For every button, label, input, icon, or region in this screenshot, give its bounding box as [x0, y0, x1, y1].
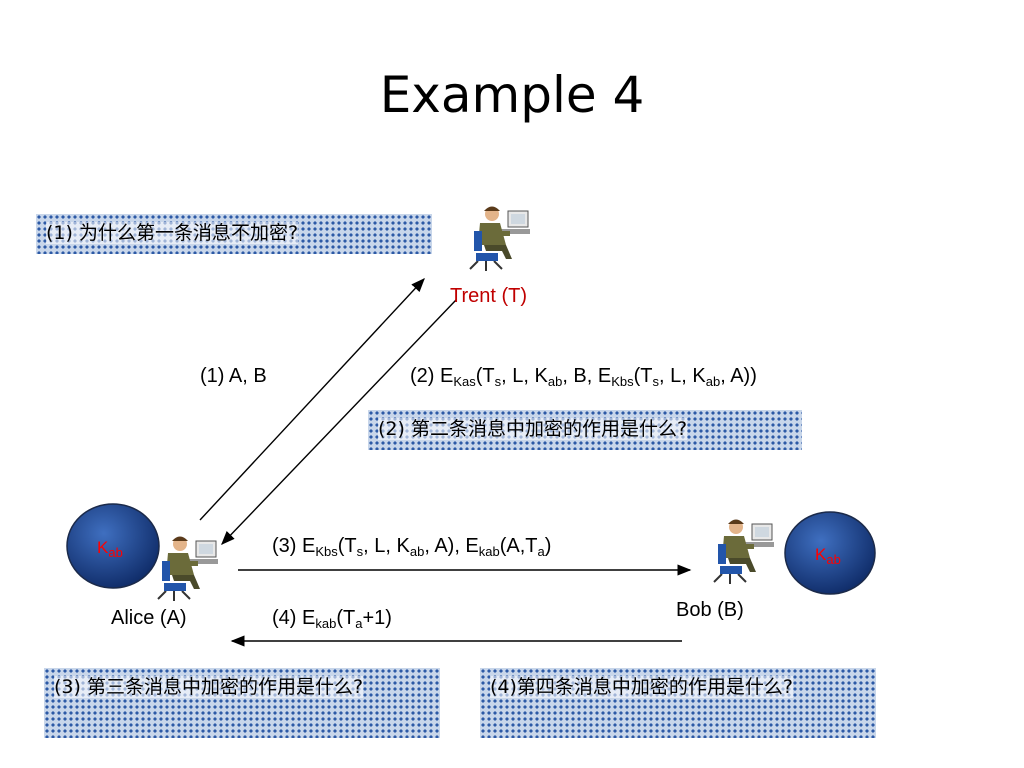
alice-person-icon: [157, 536, 218, 601]
page-title: Example 4: [379, 66, 645, 124]
note-question-3-text: (3) 第三条消息中加密的作用是什么?: [54, 676, 364, 698]
message-2-label: (2) EKas(Ts, L, Kab, B, EKbs(Ts, L, Kab,…: [410, 365, 757, 389]
party-label-alice: Alice (A): [111, 607, 187, 629]
note-question-2: (2) 第二条消息中加密的作用是什么?: [368, 410, 802, 450]
alice-key-prefix: K: [97, 538, 109, 557]
note-question-1-text: (1) 为什么第一条消息不加密?: [46, 222, 299, 244]
note-question-1: (1) 为什么第一条消息不加密?: [36, 214, 432, 254]
note-question-4-text: (4)第四条消息中加密的作用是什么?: [490, 676, 793, 698]
bob-key-sphere-icon: [784, 511, 876, 595]
message-3-label: (3) EKbs(Ts, L, Kab, A), Ekab(A,Ta): [272, 535, 552, 559]
bob-key-prefix: K: [815, 545, 827, 564]
bob-key-label: Kab: [815, 543, 841, 567]
arrow-message-1: [199, 277, 425, 521]
note-question-2-text: (2) 第二条消息中加密的作用是什么?: [378, 418, 688, 440]
note-question-3: (3) 第三条消息中加密的作用是什么?: [44, 668, 440, 738]
party-label-trent: Trent (T): [450, 285, 528, 307]
party-label-bob: Bob (B): [676, 599, 744, 621]
message-4-label: (4) Ekab(Ta+1): [272, 607, 392, 631]
trent-person-icon: [469, 206, 530, 271]
bob-key-sub: ab: [826, 552, 841, 567]
alice-key-sub: ab: [108, 545, 123, 560]
alice-key-label: Kab: [97, 536, 123, 560]
alice-key-sphere-icon: [66, 503, 160, 589]
bob-person-icon: [713, 519, 774, 584]
note-question-4: (4)第四条消息中加密的作用是什么?: [480, 668, 876, 738]
arrow-message-2: [221, 299, 457, 546]
message-1-label: (1) A, B: [200, 365, 267, 387]
